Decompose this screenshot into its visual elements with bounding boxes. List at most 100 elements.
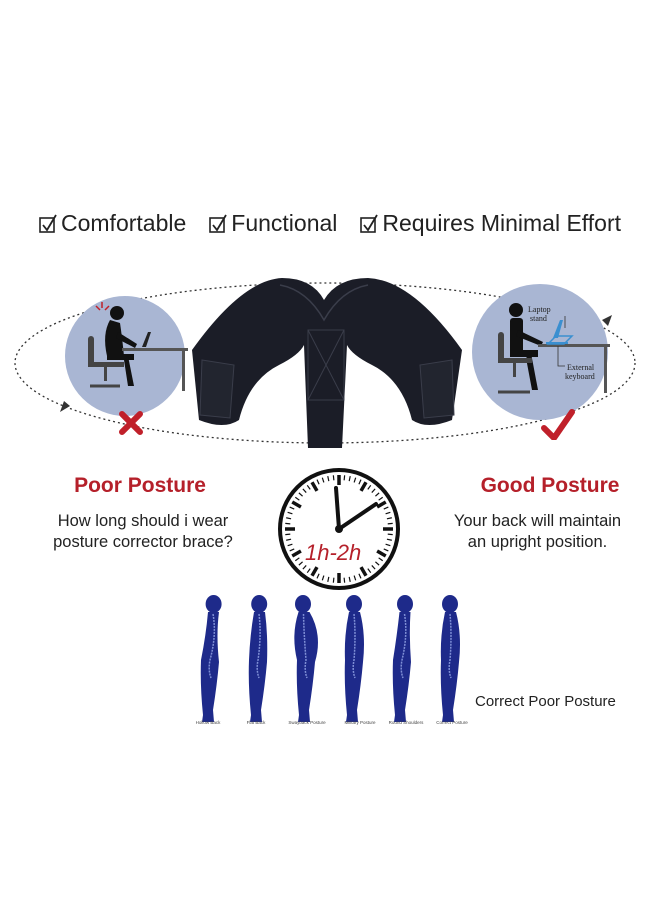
checkbox-icon xyxy=(39,214,57,233)
red-check-icon xyxy=(541,409,575,441)
clock-tick xyxy=(310,481,319,492)
clock-icon xyxy=(278,468,400,590)
poor-desc-line: How long should i wear xyxy=(57,512,229,530)
posture-figure xyxy=(344,595,364,722)
clock-tick xyxy=(378,557,384,562)
clock-tick xyxy=(327,576,330,582)
clock-tick xyxy=(371,488,376,493)
clock-tick xyxy=(291,500,302,509)
correct-poor-posture-caption: Correct Poor Posture xyxy=(475,693,616,710)
feature-functional: Functional xyxy=(208,210,337,237)
clock-tick xyxy=(375,492,380,497)
clock-tick xyxy=(321,477,325,483)
good-desc-line: an upright position. xyxy=(467,533,608,551)
clock-tick xyxy=(343,577,346,583)
clock-tick xyxy=(310,566,319,577)
clock-tick xyxy=(359,481,368,492)
clock-tick xyxy=(291,549,302,558)
clock-tick xyxy=(378,496,384,501)
label-external: External xyxy=(567,363,595,372)
good-posture-illustration xyxy=(472,284,610,441)
good-posture-title: Good Posture xyxy=(480,474,620,497)
clock-tick xyxy=(376,549,387,558)
good-desc-line: Your back will maintain xyxy=(453,512,622,530)
clock-tick xyxy=(316,573,320,579)
clock-tick xyxy=(386,538,392,541)
feature-label: Functional xyxy=(231,210,338,236)
clock-tick xyxy=(298,561,303,566)
checkbox-icon xyxy=(360,214,379,233)
clock-tick xyxy=(286,517,292,520)
fig-caption: Swayback Posture xyxy=(288,720,326,725)
label-laptop: Laptop xyxy=(528,305,551,314)
clock-tick xyxy=(353,575,357,581)
clock-tick xyxy=(306,484,311,490)
clock-tick xyxy=(383,506,389,510)
clock-tick xyxy=(294,496,300,501)
poor-posture-scene xyxy=(65,296,188,435)
clock-tick xyxy=(385,543,391,547)
good-posture-scene: Laptop stand External keyboard xyxy=(468,280,618,441)
clock-tick xyxy=(376,500,387,509)
clock-tick xyxy=(385,511,391,515)
clock-tick xyxy=(358,573,362,579)
clock-tick xyxy=(285,533,291,536)
feature-label: Requires Minimal Effort xyxy=(382,210,622,236)
clock-tick xyxy=(353,477,357,483)
posture-figure xyxy=(392,595,413,722)
clock-tick xyxy=(386,517,392,520)
feature-comfortable: Comfortable xyxy=(38,210,186,237)
posture-figures xyxy=(200,595,460,722)
posture-brace-image xyxy=(192,278,462,448)
clock-tick xyxy=(343,475,346,481)
fig-caption: Flat Back xyxy=(246,720,266,725)
posture-figure xyxy=(200,595,222,722)
clock-tick xyxy=(348,576,351,582)
clock-tick xyxy=(367,568,372,574)
label-stand: stand xyxy=(530,314,547,323)
posture-figure xyxy=(248,595,268,722)
label-keyboard: keyboard xyxy=(565,372,595,381)
clock-tick xyxy=(294,557,300,562)
clock-tick xyxy=(387,522,393,525)
clock-tick xyxy=(367,484,372,490)
clock-tick xyxy=(302,488,307,493)
clock-tick xyxy=(289,548,295,552)
clock-tick xyxy=(383,548,389,552)
fig-caption: Hollow Back xyxy=(195,720,221,725)
clock-tick xyxy=(321,575,325,581)
checkbox-icon xyxy=(209,214,228,233)
orbit-dotted-ellipse xyxy=(14,282,636,444)
poor-posture-desc: How long should i wear posture corrector… xyxy=(28,511,258,553)
clock-tick xyxy=(285,522,291,525)
clock-tick xyxy=(371,565,376,570)
clock-tick xyxy=(332,577,335,583)
poor-desc-line: posture corrector brace? xyxy=(53,533,233,551)
clock-tick xyxy=(387,533,393,536)
posture-figure xyxy=(440,595,460,722)
clock-tick xyxy=(358,479,362,485)
clock-tick xyxy=(375,561,380,566)
clock-tick xyxy=(316,479,320,485)
poor-posture-title: Poor Posture xyxy=(74,474,206,497)
good-posture-desc: Your back will maintain an upright posit… xyxy=(425,511,650,553)
clock-tick xyxy=(359,566,368,577)
clock-tick xyxy=(327,476,330,482)
clock-tick xyxy=(302,565,307,570)
posture-figure xyxy=(294,595,318,722)
clock-tick xyxy=(287,543,293,547)
fig-caption: Military Posture xyxy=(344,720,376,725)
feature-list: Comfortable Functional Requires Minimal … xyxy=(38,210,658,237)
clock-tick xyxy=(287,511,293,515)
feature-minimal-effort: Requires Minimal Effort xyxy=(359,210,621,237)
clock-tick xyxy=(306,568,311,574)
fig-caption: Round Shoulders xyxy=(388,720,424,725)
clock-tick xyxy=(348,476,351,482)
clock-tick xyxy=(289,506,295,510)
feature-label: Comfortable xyxy=(61,210,187,236)
clock-tick xyxy=(298,492,303,497)
clock-tick xyxy=(332,475,335,481)
red-x-icon xyxy=(119,411,143,435)
fig-caption: Correct Posture xyxy=(436,720,468,725)
clock-duration-label: 1h-2h xyxy=(305,540,362,565)
